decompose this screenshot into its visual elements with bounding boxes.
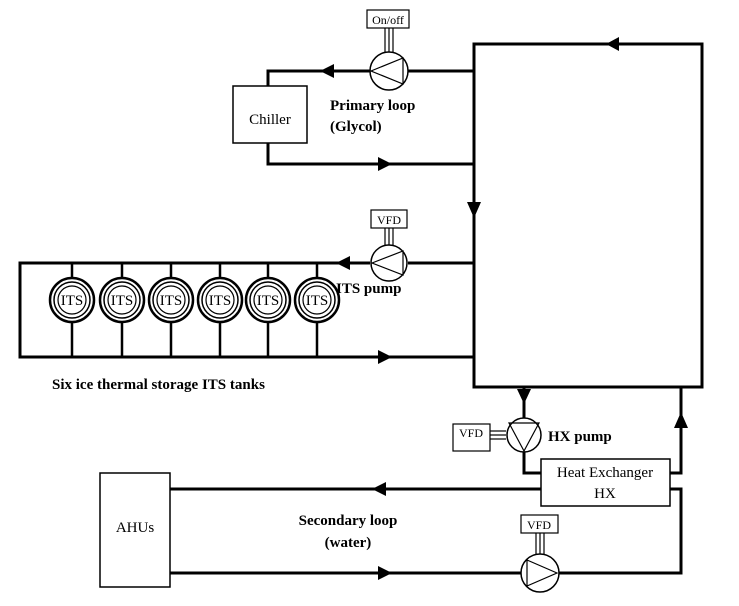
its-vfd-box — [370, 209, 408, 229]
flow-arrow-hx-up — [674, 412, 688, 428]
ahus-label: AHUs — [116, 520, 154, 536]
its-tank-inner-ring — [57, 285, 87, 315]
heat-exchanger-label: Heat Exchanger — [557, 465, 653, 481]
onoff-control-label: On/off — [372, 13, 404, 27]
hx-pump-label: HX pump — [548, 429, 612, 445]
primary-loop: Chiller Primary loop (Glycol) — [232, 64, 474, 171]
secondary-vfd-box — [520, 514, 559, 534]
its-tank-middle-ring — [201, 281, 239, 319]
its-tank-inner-ring — [156, 285, 186, 315]
its-tank-label: ITS — [61, 293, 84, 309]
its-pump-icon — [370, 244, 408, 282]
its-pump-triangle — [370, 250, 404, 276]
primary-loop-fluid-label: (Glycol) — [330, 119, 382, 135]
flow-arrow-secondary-top — [372, 482, 386, 496]
its-tank-label: ITS — [209, 293, 232, 309]
secondary-pump: VFD — [520, 514, 560, 593]
its-tank-middle-ring — [103, 281, 141, 319]
its-tank-label: ITS — [111, 293, 134, 309]
hx-return-riser — [670, 387, 683, 475]
hx-loop: Heat Exchanger HX HX pump — [517, 387, 688, 507]
its-pump-label: ITS pump — [336, 281, 401, 297]
flow-arrow-primary-bottom — [378, 157, 392, 171]
secondary-loop-fluid-label: (water) — [325, 535, 372, 551]
its-tank-middle-ring — [53, 281, 91, 319]
its-tank-inner-ring — [302, 285, 332, 315]
its-tank-label: ITS — [306, 293, 329, 309]
its-tank: ITS — [48, 263, 96, 357]
primary-loop-label: Primary loop — [330, 98, 415, 114]
its-tank: ITS — [293, 263, 341, 357]
heat-exchanger-box — [540, 458, 671, 507]
secondary-return-pipe — [170, 487, 683, 575]
its-tank-inner-ring — [205, 285, 235, 315]
its-vfd-label: VFD — [377, 213, 401, 227]
secondary-loop-label: Secondary loop — [299, 513, 398, 529]
its-tank-inner-ring — [107, 285, 137, 315]
its-tank-middle-ring — [249, 281, 287, 319]
primary-pump-triangle — [369, 57, 404, 85]
hx-pump-triangle — [507, 422, 541, 453]
flow-arrow-its-bottom — [378, 350, 392, 364]
its-tanks-caption: Six ice thermal storage ITS tanks — [52, 377, 265, 393]
secondary-loop: AHUs Secondary loop (water) — [99, 472, 683, 588]
secondary-vfd-label: VFD — [527, 518, 551, 532]
its-supply-pipe — [18, 261, 474, 359]
ahus-box — [99, 472, 171, 588]
hx-vfd-box — [452, 423, 491, 452]
primary-pump: On/off — [366, 9, 410, 91]
its-tank: ITS — [244, 263, 292, 357]
its-tank-middle-ring — [152, 281, 190, 319]
flow-arrow-header-down — [467, 202, 481, 218]
main-header-box — [472, 42, 704, 389]
flow-arrow-primary-top — [320, 64, 334, 78]
its-loop: ITS pump Six ice thermal storage ITS tan… — [18, 256, 474, 393]
its-pump: VFD — [370, 209, 408, 282]
hx-pump: VFD — [452, 417, 542, 453]
flow-arrow-secondary-bottom — [378, 566, 392, 580]
chiller-label: Chiller — [249, 112, 291, 128]
secondary-pump-icon — [520, 553, 560, 593]
primary-loop-supply-pipe — [266, 69, 474, 86]
heat-exchanger-abbrev: HX — [594, 486, 616, 502]
flow-arrow-main-top — [606, 37, 619, 51]
its-tank-label: ITS — [257, 293, 280, 309]
its-tank-label: ITS — [160, 293, 183, 309]
flow-arrow-its-top — [336, 256, 350, 270]
its-tank: ITS — [98, 263, 146, 357]
hx-vfd-label: VFD — [459, 426, 483, 440]
primary-loop-return-pipe — [266, 143, 474, 166]
its-tank-inner-ring — [253, 285, 283, 315]
its-tank: ITS — [196, 263, 244, 357]
chiller-box — [232, 85, 308, 144]
flow-arrow-hx-down — [517, 389, 531, 404]
its-tank-middle-ring — [298, 281, 336, 319]
its-tank: ITS — [147, 263, 195, 357]
onoff-control-box — [366, 9, 410, 29]
secondary-pump-triangle — [526, 559, 559, 587]
its-tanks-group: ITS ITS ITS ITS ITS ITS — [48, 263, 341, 357]
